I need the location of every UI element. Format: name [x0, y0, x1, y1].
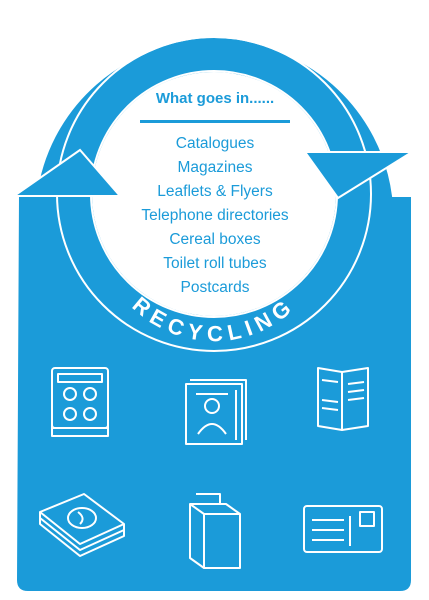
list-item: Postcards [180, 279, 250, 296]
magazine-icon [185, 379, 247, 445]
ring-center [92, 72, 336, 316]
postcard-icon [303, 505, 383, 553]
contents-heading: What goes in...... [155, 90, 275, 107]
telephone-directory-icon [39, 493, 125, 557]
list-item: Telephone directories [141, 207, 289, 224]
left-arrow-icon [10, 148, 123, 197]
list-item: Leaflets & Flyers [157, 183, 273, 200]
list-item: Toilet roll tubes [163, 255, 267, 272]
catalogue-icon [51, 367, 109, 437]
items-list: Catalogues Magazines Leaflets & Flyers T… [100, 132, 330, 300]
leaflet-icon [317, 367, 369, 431]
heading-divider [140, 120, 290, 123]
list-item: Catalogues [175, 135, 255, 152]
list-item: Magazines [177, 159, 253, 176]
cereal-box-icon [189, 493, 241, 569]
right-arrow-icon [303, 151, 416, 200]
list-item: Cereal boxes [169, 231, 261, 248]
